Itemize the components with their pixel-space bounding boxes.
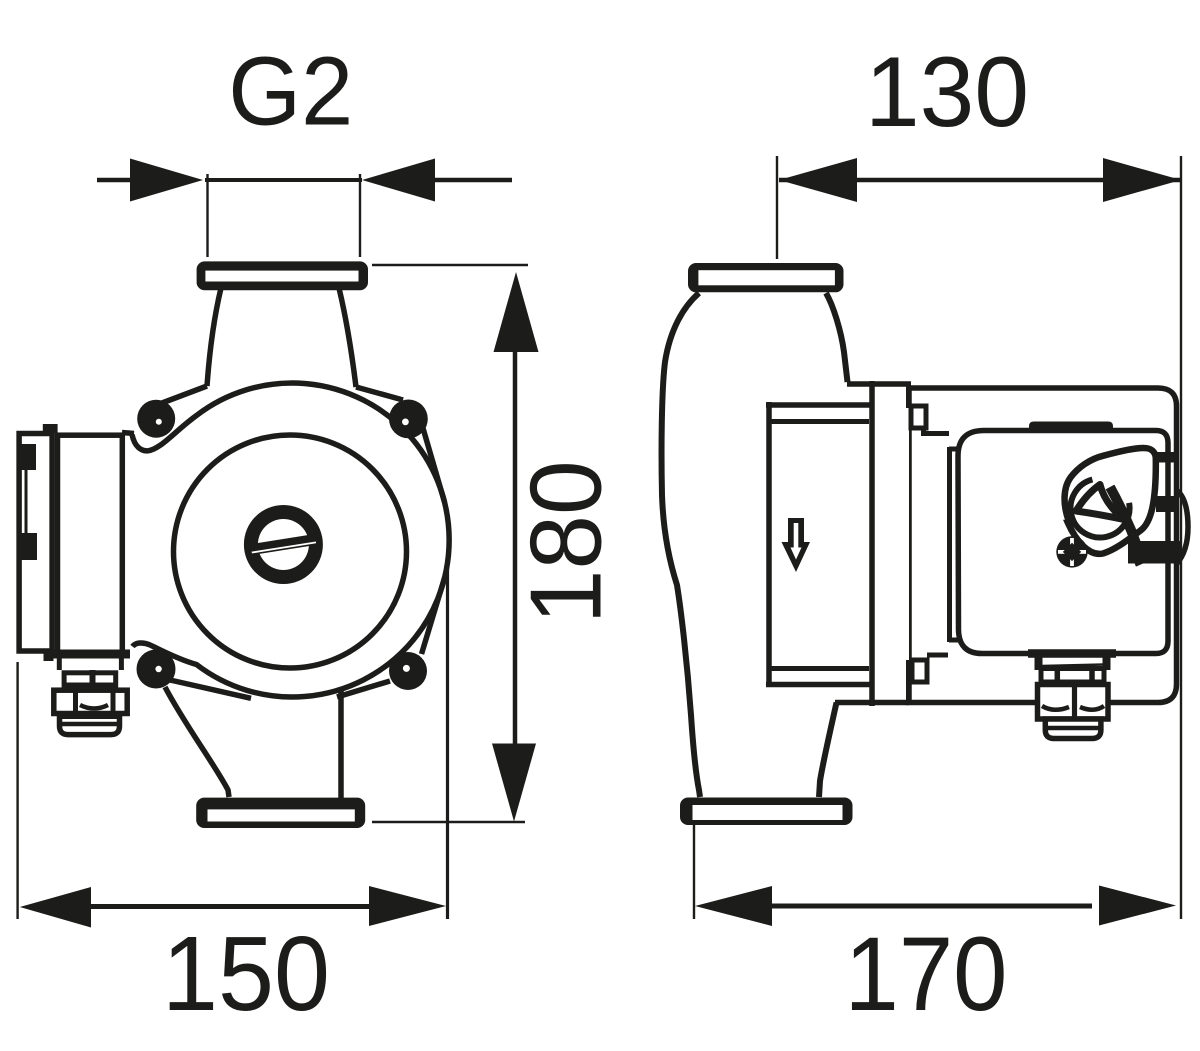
svg-text:130: 130: [865, 36, 1029, 147]
svg-text:180: 180: [509, 460, 623, 624]
svg-text:150: 150: [162, 915, 330, 1033]
svg-text:G2: G2: [228, 36, 353, 145]
svg-text:170: 170: [845, 916, 1008, 1033]
